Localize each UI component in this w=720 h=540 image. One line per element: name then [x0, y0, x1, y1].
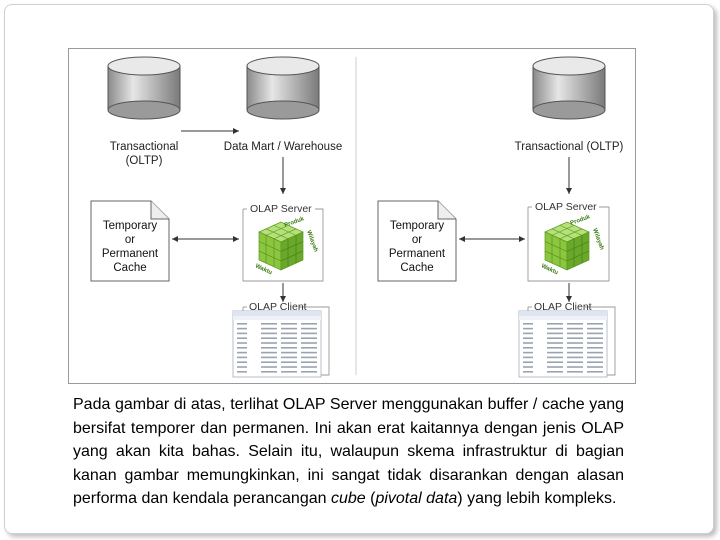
- left-olap-server-label: OLAP Server: [250, 203, 312, 215]
- caption-pivotal-term: pivotal data: [375, 490, 458, 507]
- left-cube-word-1: Produk: [284, 216, 306, 229]
- right-client-table-thumbnail: [518, 310, 608, 378]
- right-cache-label-line4: Cache: [400, 262, 433, 274]
- left-cache-label-line2: or: [125, 234, 135, 246]
- right-olap-cube-icon: [544, 221, 590, 271]
- left-cache-label-line4: Cache: [113, 262, 146, 274]
- right-cache-label-line2: or: [412, 234, 422, 246]
- figure-caption: Pada gambar di atas, terlihat OLAP Serve…: [73, 393, 624, 511]
- right-olap-server-label: OLAP Server: [535, 201, 597, 213]
- right-oltp-label: Transactional (OLTP): [515, 141, 624, 153]
- left-warehouse-label: Data Mart / Warehouse: [224, 141, 342, 153]
- left-oltp-label-line1: Transactional: [110, 141, 179, 153]
- right-oltp-database-icon: [532, 56, 606, 120]
- caption-text-3: ) yang lebih kompleks.: [457, 490, 617, 507]
- left-client-table-thumbnail: [232, 310, 322, 378]
- caption-text-2: (: [365, 490, 376, 507]
- right-cube-word-1: Produk: [570, 214, 592, 227]
- olap-architecture-figure: Transactional (OLTP) Data Mart / Warehou…: [68, 48, 636, 384]
- right-olap-server-box: [527, 206, 610, 282]
- left-cube-word-2: Wilayah: [305, 230, 318, 254]
- left-oltp-database-icon: [107, 56, 181, 120]
- caption-text-1: Pada gambar di atas, terlihat OLAP Serve…: [73, 396, 624, 507]
- left-olap-cube-icon: [258, 221, 304, 271]
- caption-cube-term: cube: [330, 490, 366, 507]
- right-olap-client-label: OLAP Client: [534, 301, 592, 313]
- right-cache-document-icon: [377, 200, 457, 282]
- right-cube-word-2: Wilayah: [591, 228, 604, 252]
- left-cache-label-line3: Permanent: [102, 248, 159, 260]
- left-warehouse-database-icon: [246, 56, 320, 120]
- left-olap-client-label: OLAP Client: [249, 301, 307, 313]
- left-cache-document-icon: [90, 200, 170, 282]
- left-cache-label-line1: Temporary: [103, 220, 158, 232]
- architecture-diagram: Transactional (OLTP) Data Mart / Warehou…: [90, 56, 624, 378]
- right-cache-label-line1: Temporary: [390, 220, 445, 232]
- right-cache-label-line3: Permanent: [389, 248, 446, 260]
- left-olap-server-box: [242, 208, 324, 282]
- left-oltp-label-line2: (OLTP): [126, 155, 163, 167]
